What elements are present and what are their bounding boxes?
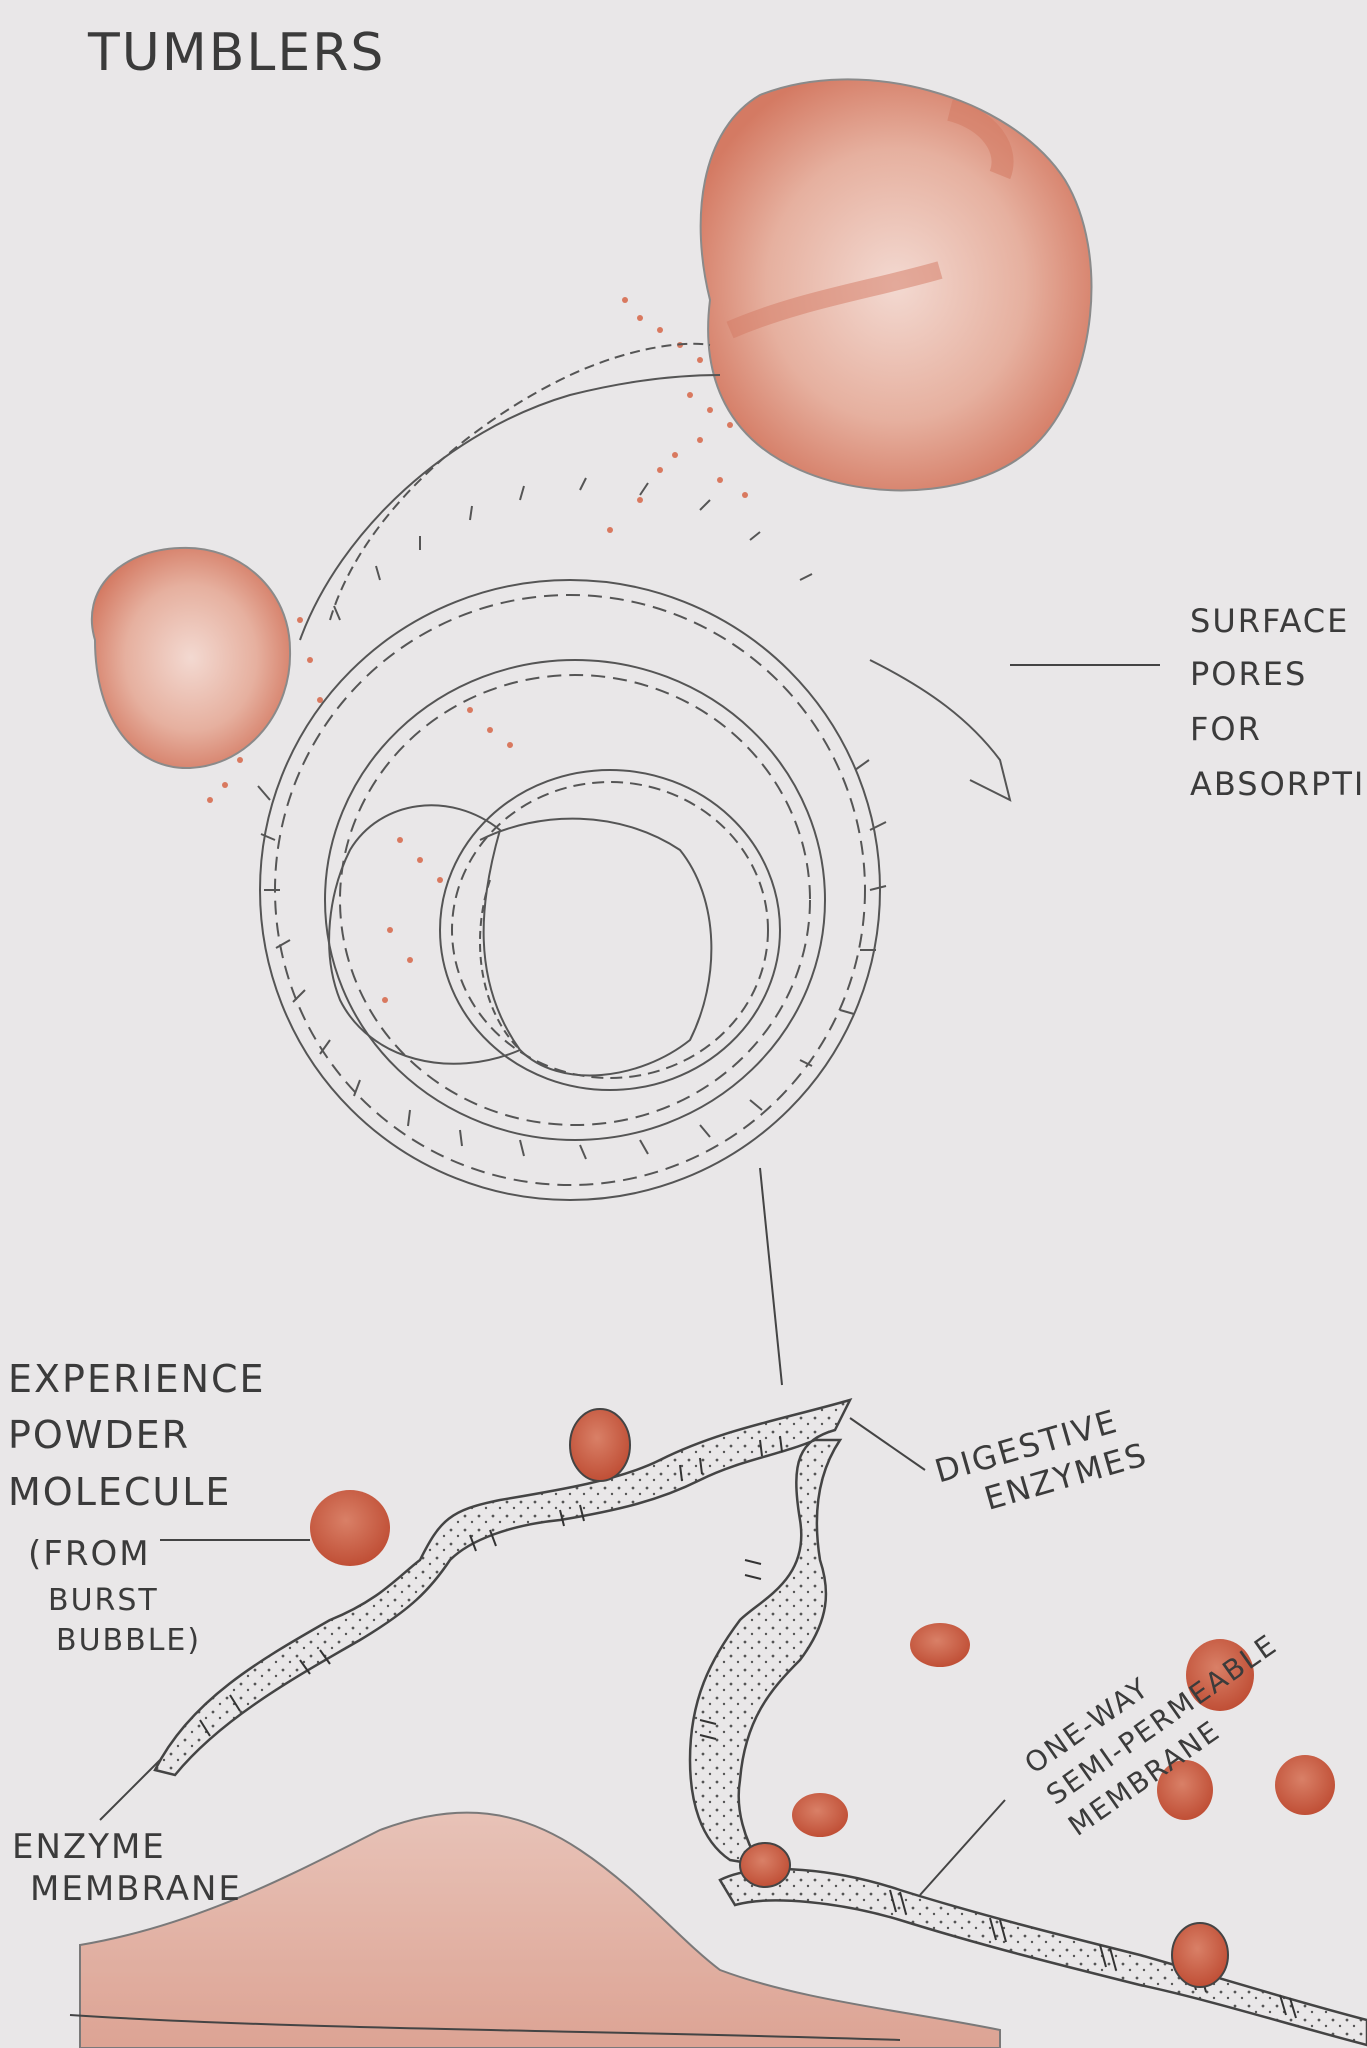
detail-leader-line: [759, 1167, 783, 1386]
svg-text:MEMBRANE: MEMBRANE: [30, 1869, 242, 1909]
svg-text:ABSORPTIO: ABSORPTIO: [1190, 765, 1367, 803]
digestive-enzymes-leader: [849, 1417, 926, 1471]
tissue-floor: [79, 1811, 1001, 2048]
svg-text:SURFACE: SURFACE: [1190, 602, 1349, 640]
large-experience-bubble: [699, 78, 1093, 492]
svg-text:BURST: BURST: [48, 1583, 159, 1618]
tissue-baseline: [69, 2014, 901, 2041]
experience-powder-molecules: [310, 1408, 1335, 1988]
membrane-hatch-marks: [199, 1435, 783, 1740]
svg-text:POWDER: POWDER: [8, 1413, 190, 1457]
digestive-enzymes-label: DIGESTIVE ENZYMES: [931, 1402, 1152, 1518]
experience-powder-label: EXPERIENCE POWDER MOLECULE (FROM BURST B…: [8, 1357, 266, 1658]
page-title: TUMBLERS: [87, 23, 385, 83]
svg-text:PORES: PORES: [1190, 655, 1307, 693]
enzyme-membrane-label: ENZYME MEMBRANE: [12, 1827, 242, 1909]
svg-text:EXPERIENCE: EXPERIENCE: [8, 1357, 266, 1401]
svg-text:FOR: FOR: [1190, 710, 1262, 748]
enzyme-membrane-strand: [153, 1398, 853, 1867]
svg-text:(FROM: (FROM: [28, 1534, 151, 1574]
surface-pores-label: SURFACE PORES FOR ABSORPTIO: [1190, 602, 1367, 803]
tumbler-creature: [257, 342, 1012, 1201]
svg-text:ENZYME: ENZYME: [12, 1827, 166, 1867]
small-experience-bubble: [90, 546, 292, 770]
svg-text:MOLECULE: MOLECULE: [8, 1470, 231, 1514]
enzyme-membrane-leader: [99, 1759, 161, 1821]
one-way-membrane-leader: [919, 1799, 1006, 1896]
svg-text:BUBBLE): BUBBLE): [56, 1623, 201, 1658]
